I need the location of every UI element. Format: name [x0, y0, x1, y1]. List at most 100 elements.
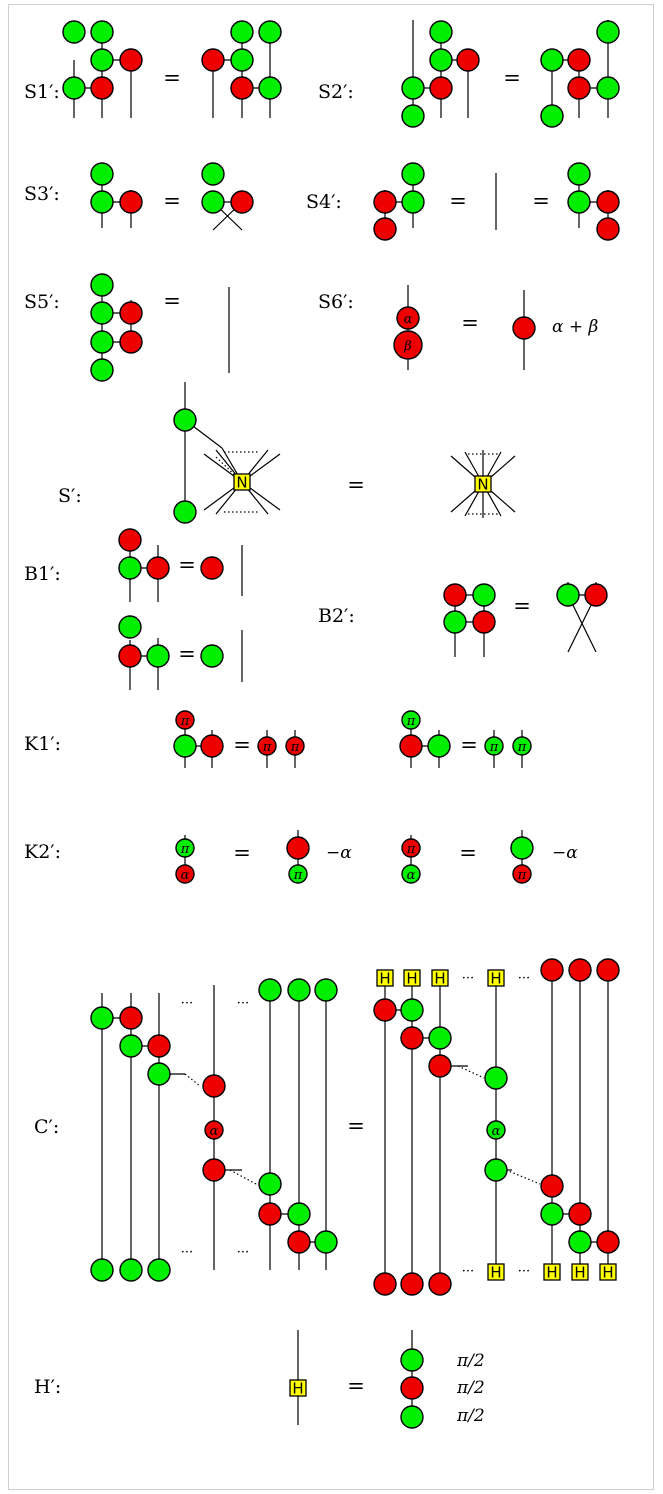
green-spider-node: [401, 104, 425, 128]
ellipsis: ···: [462, 971, 474, 986]
red-spider-node: [400, 1026, 424, 1050]
hadamard-box: [487, 1263, 505, 1281]
red-spider-node: [258, 1202, 282, 1226]
red-spider-node: [456, 48, 480, 72]
hadamard-box: [403, 969, 421, 987]
red-spider-node: [540, 1174, 564, 1198]
green-spider-node: [568, 1230, 592, 1254]
green-spider-node: [90, 162, 114, 186]
green-spider-node: [118, 556, 142, 580]
equals-sign: =: [460, 733, 478, 757]
rule-label-h: H′:: [34, 1376, 61, 1398]
red-spider-node: [119, 190, 143, 214]
red-spider-node: [202, 1158, 226, 1182]
rule-label-s: S′:: [58, 485, 82, 507]
green-spider-node: [230, 48, 254, 72]
green-spider-node: [258, 1172, 282, 1196]
red-spider-node: [373, 190, 397, 214]
green-spider-node: [258, 978, 282, 1002]
red-spider-node: [396, 306, 420, 330]
red-spider-node: [175, 864, 195, 884]
green-spider-node: [443, 610, 467, 634]
green-spider-node: [596, 20, 620, 44]
box-label: H: [546, 1264, 557, 1282]
green-spider-node: [258, 20, 282, 44]
red-spider-node: [118, 528, 142, 552]
green-spider-node: [472, 583, 496, 607]
red-spider-node: [393, 330, 423, 360]
green-spider-node: [90, 1006, 114, 1030]
equals-sign: =: [163, 289, 181, 313]
red-spider-node: [285, 736, 305, 756]
ellipsis: ···: [181, 996, 193, 1011]
red-spider-node: [373, 1272, 397, 1296]
green-spider-node: [401, 162, 425, 186]
rule-label-b2: B2′:: [318, 605, 355, 627]
box-label: H: [574, 1264, 585, 1282]
green-spider-node: [484, 736, 504, 756]
phase-label: α: [210, 1124, 219, 1139]
phase-label: π: [517, 868, 527, 883]
n-box: [233, 473, 251, 491]
rule-label-b1: B1′:: [24, 563, 61, 585]
green-spider-node: [62, 76, 86, 100]
phase-label: α: [404, 312, 413, 327]
red-spider-node: [428, 1054, 452, 1078]
green-spider-node: [147, 1258, 171, 1282]
green-spider-node: [429, 48, 453, 72]
green-spider-node: [288, 864, 308, 884]
green-spider-node: [90, 190, 114, 214]
rule-label-s2: S2′:: [318, 81, 354, 103]
red-spider-node: [175, 710, 195, 730]
rule-label-k1: K1′:: [24, 733, 61, 755]
green-spider-node: [567, 190, 591, 214]
green-spider-node: [173, 500, 197, 524]
red-spider-node: [400, 1272, 424, 1296]
hadamard-box: [599, 1263, 617, 1281]
hadamard-box: [376, 969, 394, 987]
green-spider-node: [512, 736, 532, 756]
green-spider-node: [484, 1158, 508, 1182]
red-spider-node: [540, 958, 564, 982]
phase-annotation: π/2: [456, 1378, 485, 1398]
green-spider-node: [90, 48, 114, 72]
green-spider-node: [175, 838, 195, 858]
phase-label: π: [290, 740, 300, 755]
equals-sign: =: [532, 189, 550, 213]
equals-sign: =: [178, 553, 196, 577]
green-spider-node: [556, 583, 580, 607]
green-spider-node: [146, 644, 170, 668]
green-spider-node: [540, 104, 564, 128]
text-layer: S1′:=S2′:=S3′:=S4′:==S5′:=S6′:αβ=α + βS′…: [24, 66, 614, 1426]
ellipsis: ···: [237, 1245, 249, 1260]
green-spider-node: [567, 162, 591, 186]
dotted-wire: [457, 1065, 485, 1079]
box-label: H: [490, 970, 501, 988]
green-spider-node: [401, 710, 421, 730]
green-spider-node: [540, 48, 564, 72]
green-spider-node: [201, 190, 225, 214]
hadamard-box: [289, 1379, 307, 1397]
green-spider-node: [401, 190, 425, 214]
green-spider-node: [201, 162, 225, 186]
box-label: N: [236, 474, 247, 492]
red-spider-node: [568, 1202, 592, 1226]
ellipsis: ···: [462, 1264, 474, 1279]
box-label: N: [477, 476, 488, 494]
rule-label-c: C′:: [34, 1116, 59, 1138]
ellipsis: ···: [518, 1264, 530, 1279]
dotted-wire: [229, 1169, 257, 1185]
hadamard-box: [431, 969, 449, 987]
rule-label-s1: S1′:: [24, 81, 60, 103]
phase-label: π: [262, 740, 272, 755]
red-spider-node: [257, 736, 277, 756]
red-spider-node: [400, 1376, 424, 1400]
red-spider-node: [200, 734, 224, 758]
green-spider-node: [429, 20, 453, 44]
green-spider-node: [428, 1026, 452, 1050]
red-spider-node: [512, 864, 532, 884]
phase-label: α: [492, 1124, 501, 1139]
red-spider-node: [230, 76, 254, 100]
hadamard-box: [487, 969, 505, 987]
